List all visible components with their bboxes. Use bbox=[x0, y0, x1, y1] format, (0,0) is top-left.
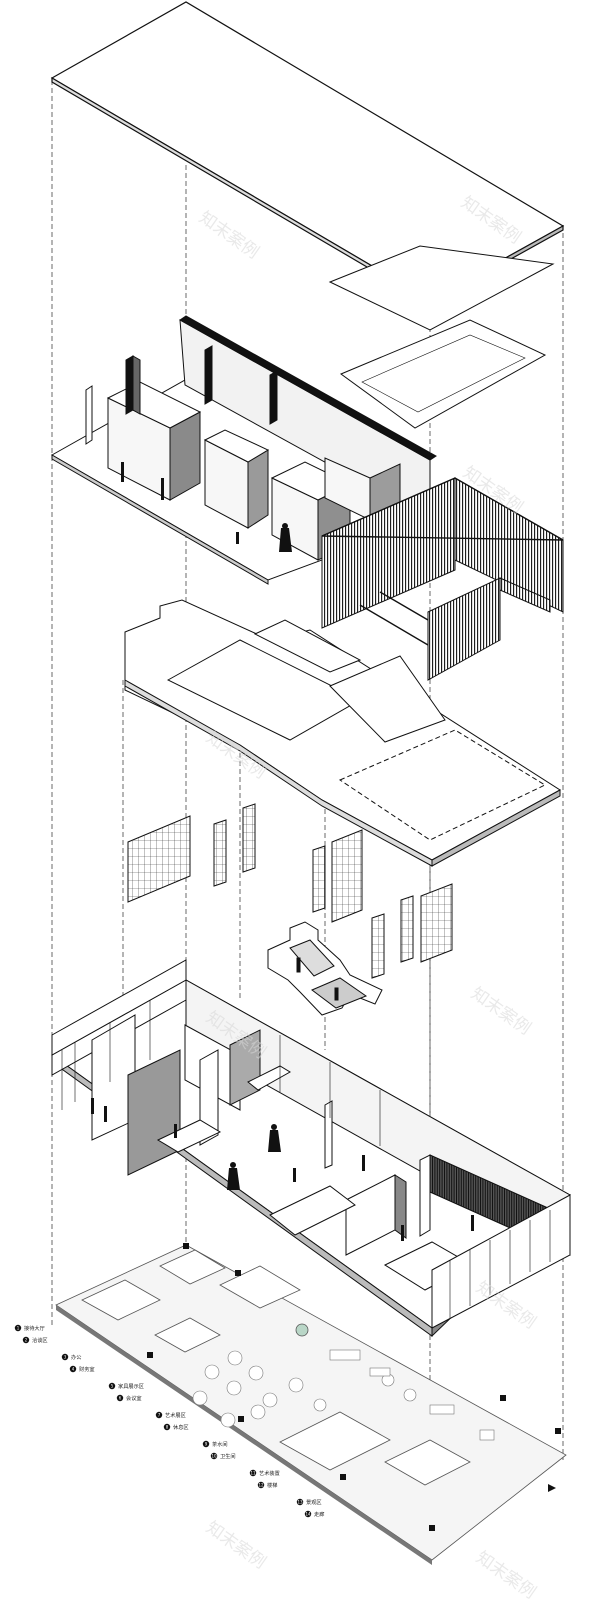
legend-marker bbox=[210, 1452, 218, 1460]
legend-number: 10 bbox=[211, 1453, 217, 1458]
legend-marker bbox=[61, 1353, 69, 1361]
legend-label: 会议室 bbox=[126, 1394, 142, 1402]
legend-number: 8 bbox=[166, 1424, 169, 1429]
legend-label: 洽谈区 bbox=[32, 1336, 48, 1344]
legend-label: 走廊 bbox=[314, 1510, 324, 1518]
legend-marker bbox=[22, 1336, 30, 1344]
floor-slab bbox=[124, 599, 561, 867]
legend-marker bbox=[296, 1498, 304, 1506]
legend-marker bbox=[108, 1382, 116, 1390]
legend-item: 8 休息区 bbox=[163, 1423, 189, 1431]
legend-label: 财务室 bbox=[79, 1365, 95, 1373]
legend-item: 4 财务室 bbox=[69, 1365, 95, 1373]
legend-item: 2 洽谈区 bbox=[22, 1336, 48, 1344]
legend-label: 卫生间 bbox=[220, 1452, 236, 1460]
legend-label: 楼梯 bbox=[267, 1481, 277, 1489]
legend-marker bbox=[257, 1481, 265, 1489]
legend-marker bbox=[249, 1469, 257, 1477]
legend-item: 7 艺术展区 bbox=[155, 1411, 186, 1419]
ground-floor bbox=[51, 959, 571, 1338]
watermark-text: 知末案例 bbox=[467, 984, 534, 1039]
plan-markers bbox=[147, 1243, 561, 1531]
legend-number: 9 bbox=[205, 1441, 208, 1446]
legend-label: 休息区 bbox=[173, 1423, 189, 1431]
ground-people bbox=[91, 1098, 474, 1241]
legend-number: 6 bbox=[119, 1395, 122, 1400]
mezzanine-people bbox=[121, 462, 292, 552]
legend-marker bbox=[116, 1394, 124, 1402]
legend-marker bbox=[304, 1510, 312, 1518]
legend-item: 5 家具展示区 bbox=[108, 1382, 144, 1390]
legend-marker bbox=[202, 1440, 210, 1448]
staircase bbox=[267, 921, 383, 1016]
legend-marker bbox=[155, 1411, 163, 1419]
legend-item: 9 茶水间 bbox=[202, 1440, 228, 1448]
ceiling-panels bbox=[328, 245, 555, 429]
legend-label: 接待大厅 bbox=[24, 1324, 45, 1332]
legend-number: 14 bbox=[305, 1511, 311, 1516]
plan-legend: 1 接待大厅 2 洽谈区 3 办公 4 财务室 5 家具展示区 6 会议室 7 艺术展区 8 休息区 9 茶水间 1… bbox=[14, 1324, 324, 1518]
legend-marker bbox=[69, 1365, 77, 1373]
legend-item: 1 接待大厅 bbox=[14, 1324, 45, 1332]
legend-number: 7 bbox=[158, 1412, 161, 1417]
legend-item: 6 会议室 bbox=[116, 1394, 142, 1402]
legend-label: 艺术展区 bbox=[165, 1411, 186, 1419]
legend-label: 艺术装置 bbox=[259, 1469, 280, 1477]
legend-marker bbox=[14, 1324, 22, 1332]
legend-number: 5 bbox=[111, 1383, 114, 1388]
legend-number: 13 bbox=[297, 1499, 303, 1504]
floor-plan bbox=[55, 1244, 567, 1565]
legend-number: 12 bbox=[258, 1482, 264, 1487]
legend-number: 3 bbox=[64, 1354, 67, 1359]
legend-label: 茶水间 bbox=[212, 1440, 228, 1448]
watermark-text: 知末案例 bbox=[202, 1518, 269, 1573]
legend-number: 1 bbox=[17, 1325, 20, 1330]
watermark-text: 知末案例 bbox=[195, 208, 262, 263]
watermark-text: 知末案例 bbox=[472, 1548, 539, 1600]
legend-number: 2 bbox=[25, 1337, 28, 1342]
legend-label: 办公 bbox=[71, 1353, 81, 1361]
bookshelves bbox=[127, 803, 453, 979]
legend-number: 4 bbox=[72, 1366, 75, 1371]
legend-item: 3 办公 bbox=[61, 1353, 81, 1361]
legend-marker bbox=[163, 1423, 171, 1431]
legend-number: 11 bbox=[250, 1470, 256, 1475]
plan-furniture bbox=[192, 1349, 495, 1441]
legend-label: 景观区 bbox=[306, 1499, 322, 1506]
legend-label: 家具展示区 bbox=[118, 1382, 144, 1390]
